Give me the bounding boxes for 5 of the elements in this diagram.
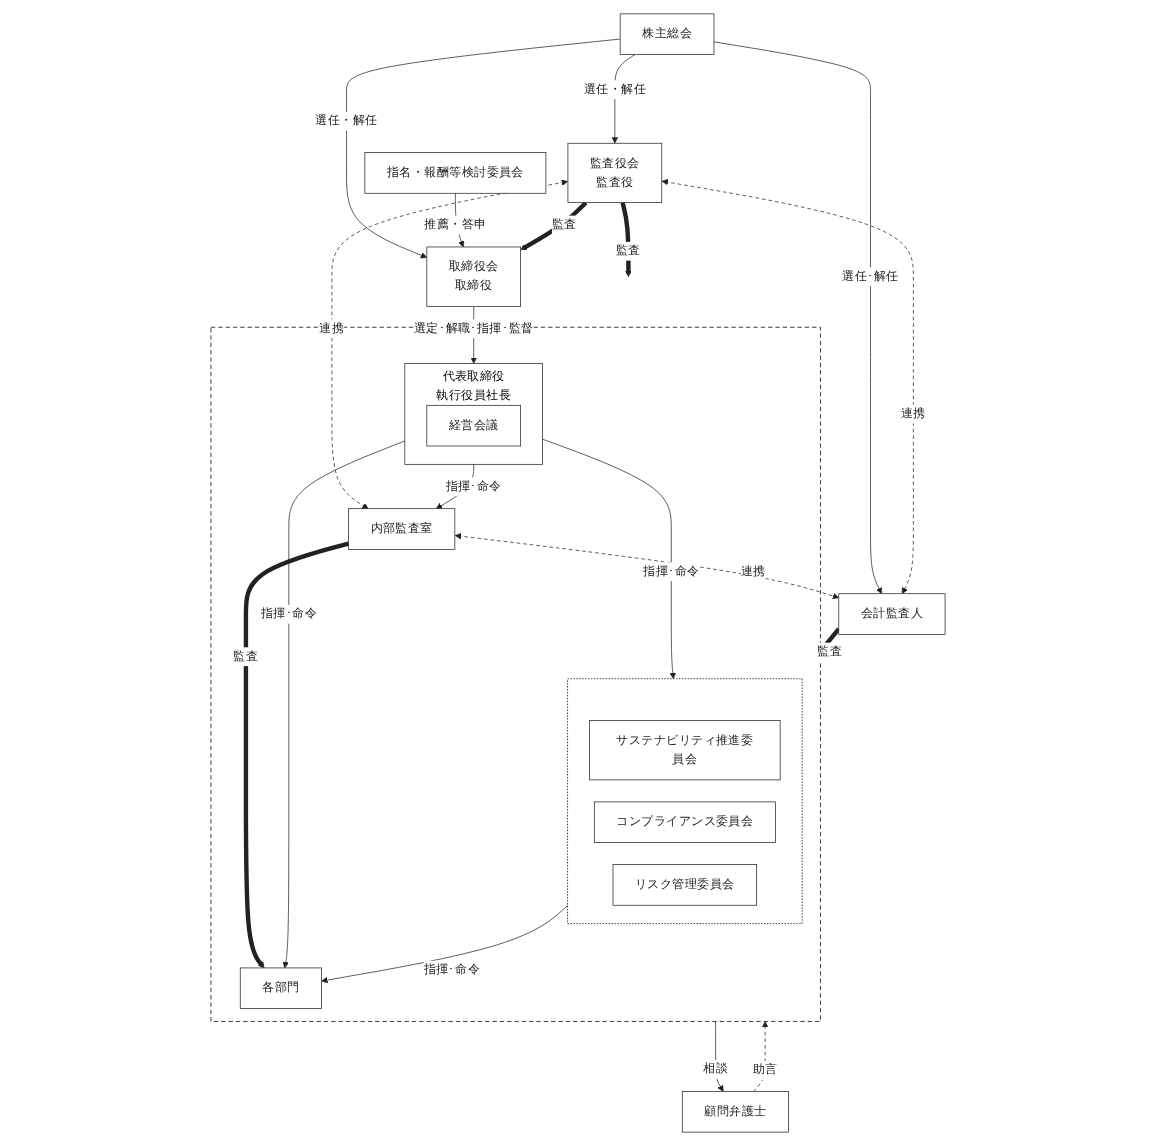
arrow <box>243 541 350 969</box>
cluster <box>567 678 803 925</box>
arrow <box>520 201 588 251</box>
arrow <box>620 202 632 277</box>
cluster <box>210 326 821 1022</box>
